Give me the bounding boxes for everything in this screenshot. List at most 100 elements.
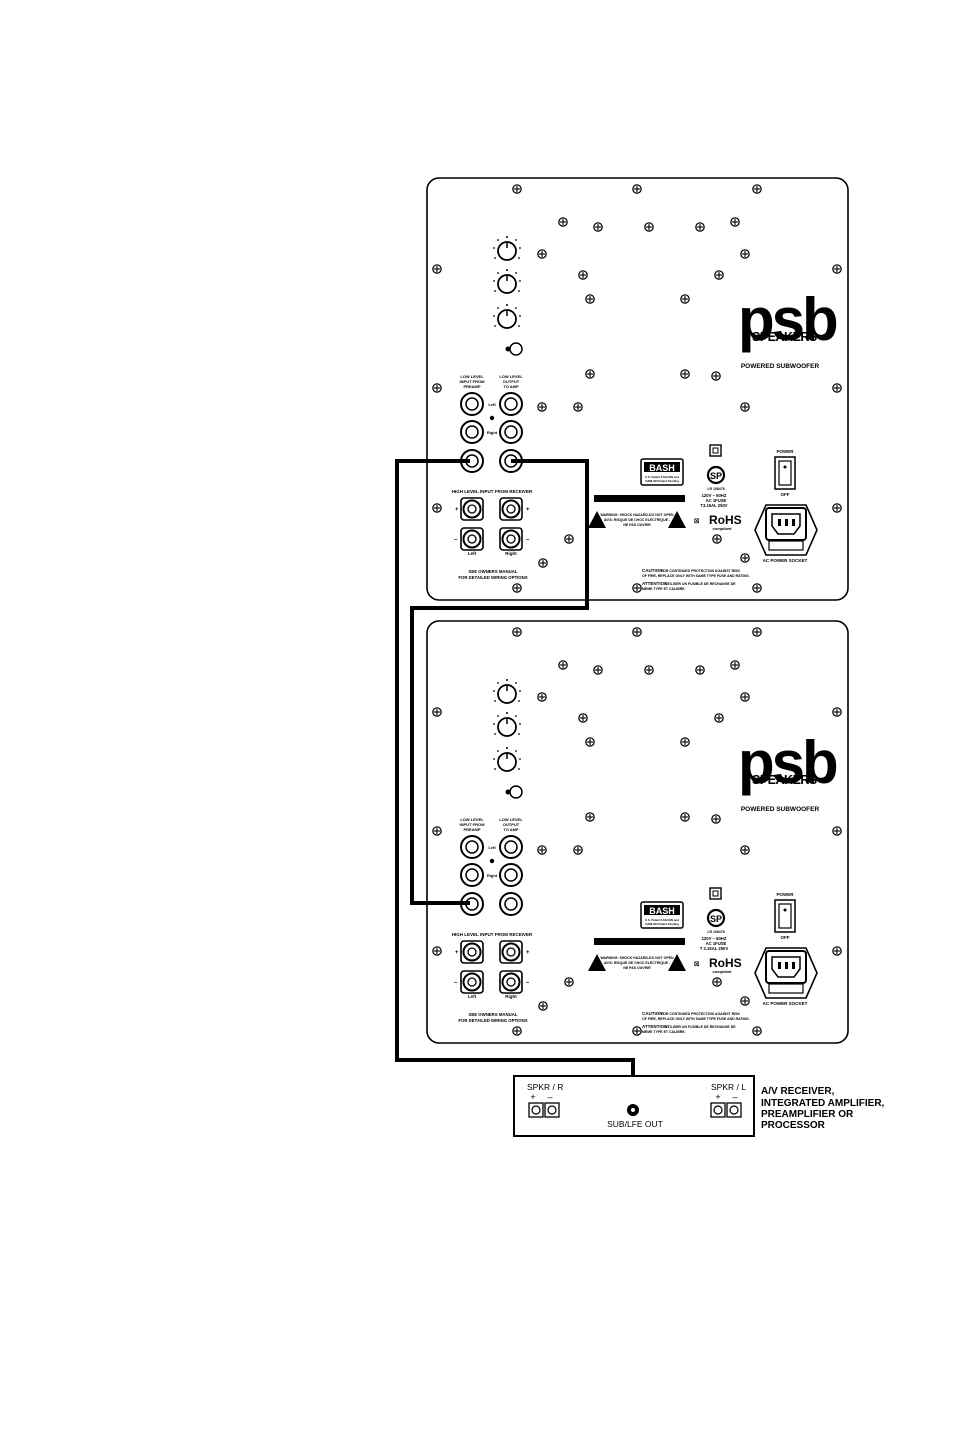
mode-switch-icon[interactable] <box>509 342 523 356</box>
binding-post-right-minus-icon[interactable] <box>499 527 523 551</box>
rohs-logo: RoHS <box>709 956 742 970</box>
rating-2: AC 1FUSE <box>706 941 727 946</box>
rca-input-left-icon[interactable] <box>460 392 484 416</box>
screw-icon <box>564 534 574 544</box>
binding-post-left-minus-icon[interactable] <box>460 527 484 551</box>
screw-icon <box>512 627 522 637</box>
rca-input-left-icon[interactable] <box>460 835 484 859</box>
low-out-label-2: OUTPUT <box>503 379 520 384</box>
receiver-label-line-4: PROCESSOR <box>761 1120 826 1131</box>
iec-pin-icon <box>785 519 788 526</box>
low-in-label-1: LOW LEVEL <box>460 817 484 822</box>
product-label: POWERED SUBWOOFER <box>741 363 820 370</box>
led-icon <box>505 789 511 795</box>
iec-pin-icon <box>778 519 781 526</box>
psb-logo-sub: SPEAKERS <box>752 330 817 344</box>
post-left-label: Left <box>468 994 477 999</box>
weee-bin-icon: ☒ <box>694 961 699 968</box>
receiver-label-line-2: INTEGRATED AMPLIFIER, <box>761 1098 885 1109</box>
rca-output-left-icon[interactable] <box>499 392 523 416</box>
led-icon <box>505 346 511 352</box>
attention-label: ATTENTION: <box>642 1024 669 1029</box>
rca-input-right-icon[interactable] <box>460 420 484 444</box>
csa-cert-glyph: SP <box>710 471 722 481</box>
jack-right-label: Right <box>487 430 498 435</box>
off-label: OFF <box>781 492 790 497</box>
iec-pin-icon <box>778 962 781 969</box>
warning-text-2: AVIS: RISQUE DE CHOC ELECTRIQUE - <box>604 961 671 965</box>
post-right-label: Right <box>505 551 517 556</box>
csa-cert-glyph: SP <box>710 914 722 924</box>
spkr-r-terminal-minus[interactable] <box>544 1102 560 1118</box>
binding-post-right-plus-icon[interactable] <box>499 940 523 964</box>
binding-post-right-plus-icon[interactable] <box>499 497 523 521</box>
psb-logo: psb <box>738 729 837 796</box>
attention-label: ATTENTION: <box>642 581 669 586</box>
screw-icon <box>695 665 705 675</box>
rating-2: AC 1FUSE <box>706 498 727 503</box>
screw-icon <box>585 294 595 304</box>
power-rocker[interactable] <box>778 460 792 486</box>
screw-icon <box>680 737 690 747</box>
low-out-label-3: TO AMP <box>503 827 519 832</box>
cert-number: LR 106476 <box>707 487 724 491</box>
attention-text-1: UTILISER UN FUSIBLE DE RECHANGE DE <box>665 582 736 586</box>
psb-logo: psb <box>738 286 837 353</box>
see-manual-label-2: FOR DETAILED WIRING OPTIONS <box>458 1018 527 1023</box>
screw-icon <box>644 222 654 232</box>
low-out-label-3: TO AMP <box>503 384 519 389</box>
low-in-label-3: PREAMP <box>463 384 480 389</box>
plus-sign: + <box>455 950 459 956</box>
rca-output-lfe-icon[interactable] <box>499 892 523 916</box>
rca-input-right-icon[interactable] <box>460 863 484 887</box>
screw-icon <box>585 812 595 822</box>
post-left-label: Left <box>468 551 477 556</box>
warning-text-3: NE PAS OUVRIR <box>623 523 651 527</box>
screw-icon <box>585 369 595 379</box>
mode-switch-icon[interactable] <box>509 785 523 799</box>
screw-icon <box>752 184 762 194</box>
spkr-l-terminal-minus[interactable] <box>726 1102 742 1118</box>
sub-lfe-out-label: SUB/LFE OUT <box>607 1119 663 1129</box>
rating-3: T3.15AL 250V <box>700 503 727 508</box>
rca-output-right-icon[interactable] <box>499 863 523 887</box>
jack-right-label: Right <box>487 873 498 878</box>
bash-logo: BASH <box>649 906 675 916</box>
low-out-label-1: LOW LEVEL <box>499 374 523 379</box>
warning-text-2: AVIS: RISQUE DE CHOC ELECTRIQUE - <box>604 518 671 522</box>
bash-badge-fill <box>644 462 680 472</box>
binding-post-left-plus-icon[interactable] <box>460 497 484 521</box>
binding-post-right-minus-icon[interactable] <box>499 970 523 994</box>
rca-output-right-icon[interactable] <box>499 420 523 444</box>
screw-icon <box>832 946 842 956</box>
screw-icon <box>432 826 442 836</box>
screw-icon <box>711 814 721 824</box>
low-in-label-1: LOW LEVEL <box>460 374 484 379</box>
screw-icon <box>564 977 574 987</box>
screw-icon <box>832 383 842 393</box>
screw-icon <box>730 660 740 670</box>
ac-socket-label: AC POWER SOCKET <box>763 1001 808 1006</box>
screw-icon <box>752 627 762 637</box>
bash-sub-1: U.S. Patent 5,612,629 and <box>645 918 679 922</box>
rating-3: T 3.15AL 250V <box>700 946 729 951</box>
indicator-dot-icon <box>489 858 495 864</box>
binding-post-left-plus-icon[interactable] <box>460 940 484 964</box>
spkr-l-terminal-plus[interactable] <box>710 1102 726 1118</box>
see-manual-label-2: FOR DETAILED WIRING OPTIONS <box>458 575 527 580</box>
screw-icon <box>752 583 762 593</box>
power-rocker[interactable] <box>778 903 792 929</box>
spkr-r-terminal-plus[interactable] <box>528 1102 544 1118</box>
screw-icon <box>432 707 442 717</box>
sub-lfe-out-jack[interactable] <box>627 1104 639 1116</box>
fuse-drawer[interactable] <box>768 540 804 551</box>
binding-post-left-minus-icon[interactable] <box>460 970 484 994</box>
screw-icon <box>512 184 522 194</box>
jack-left-label: Left <box>488 845 496 850</box>
screw-icon <box>832 264 842 274</box>
screw-icon <box>740 249 750 259</box>
rca-output-left-icon[interactable] <box>499 835 523 859</box>
fuse-drawer[interactable] <box>768 983 804 994</box>
rating-1: 120V ~ 60HZ <box>702 936 727 941</box>
screw-icon <box>632 627 642 637</box>
